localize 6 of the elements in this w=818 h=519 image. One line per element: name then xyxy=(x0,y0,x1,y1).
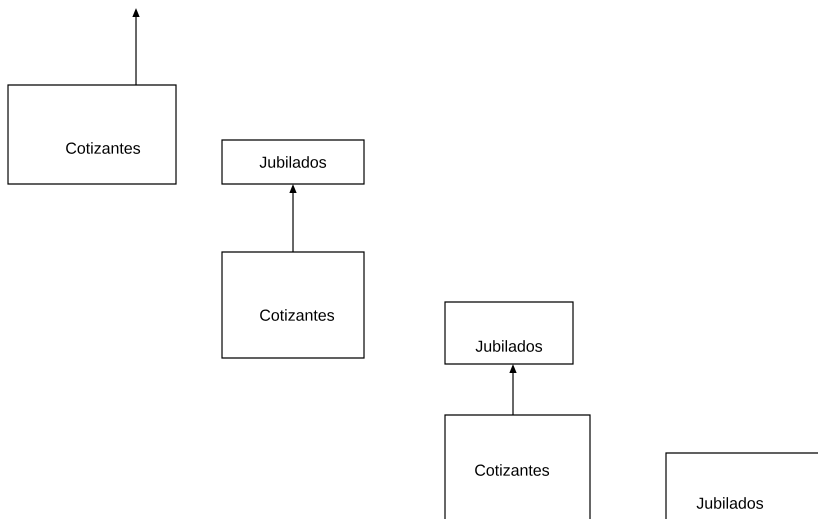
process-box: Cotizantes xyxy=(221,251,365,359)
process-box: Cotizantes xyxy=(444,414,591,519)
process-box: Jubilados xyxy=(444,301,574,365)
process-box: Cotizantes xyxy=(7,84,177,185)
process-box: Jubilados xyxy=(221,139,365,185)
process-box: Jubilados xyxy=(665,452,818,519)
